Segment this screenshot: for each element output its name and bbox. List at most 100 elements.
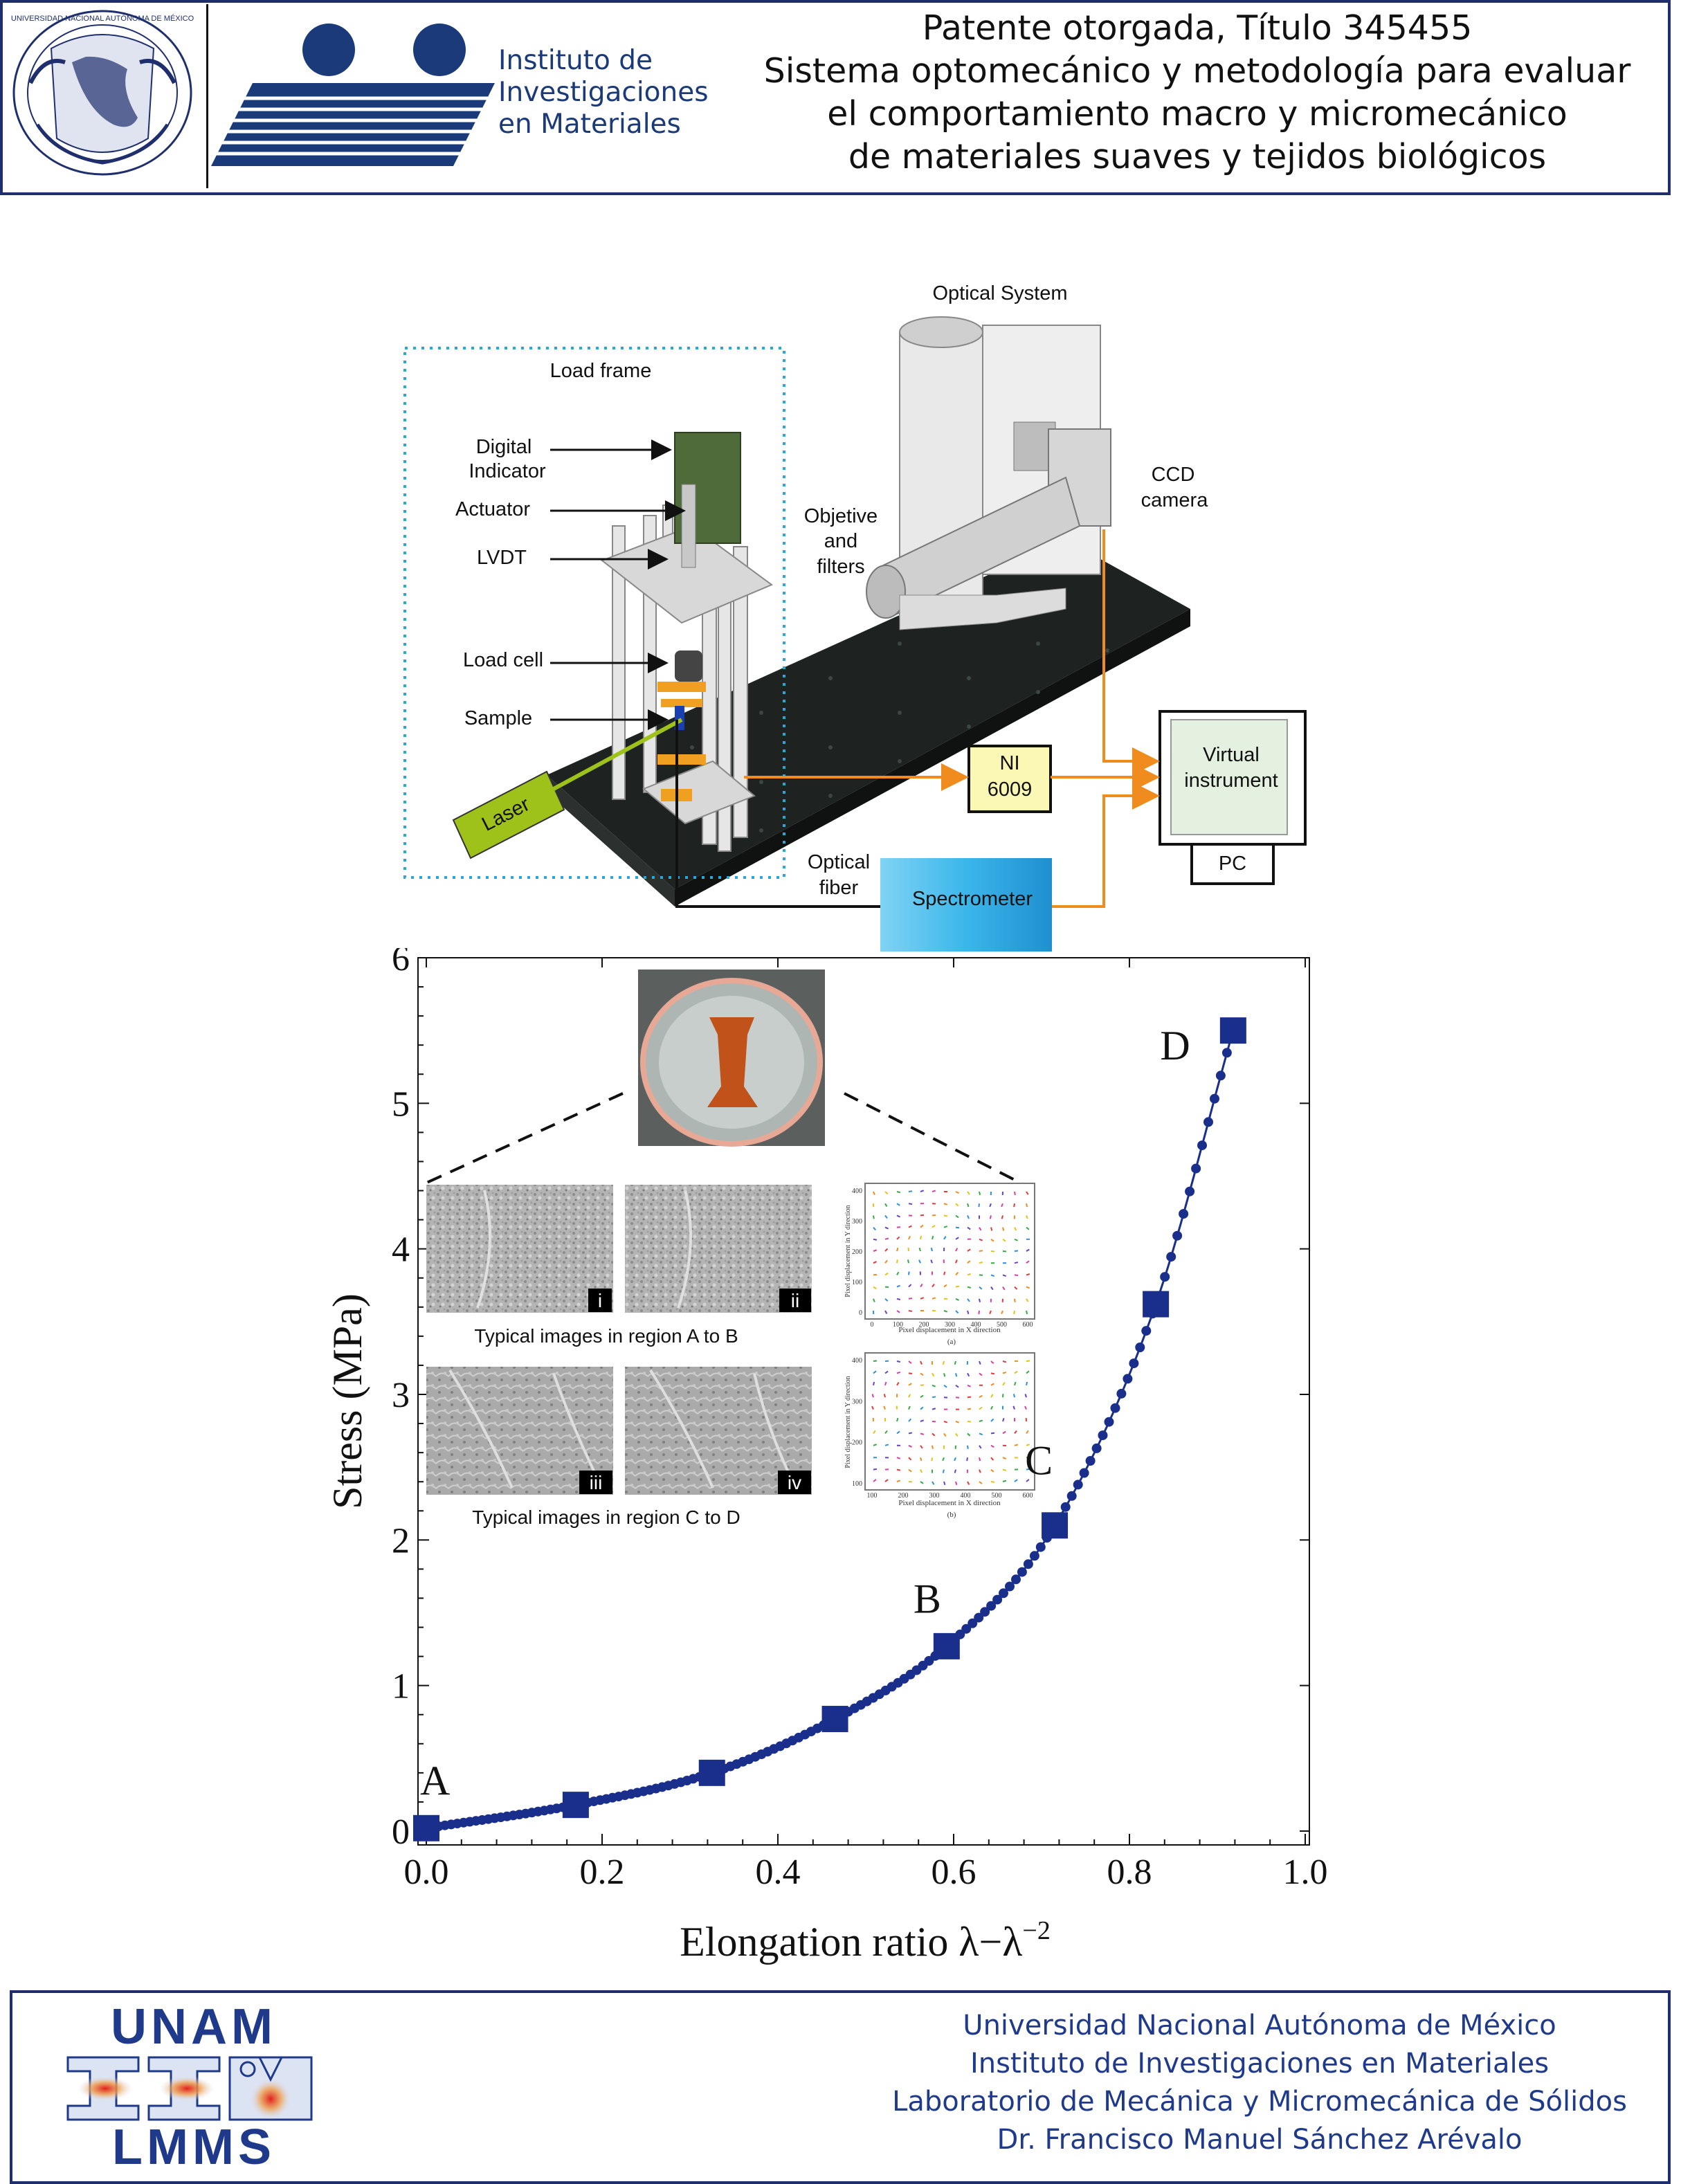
- field-x-tick: 100: [867, 1492, 878, 1500]
- data-point: [1023, 1559, 1033, 1569]
- vector: [1002, 1286, 1006, 1291]
- vector: [920, 1283, 923, 1288]
- sample-photo-inset: [638, 970, 825, 1147]
- vector: [920, 1297, 925, 1300]
- vector: [896, 1247, 899, 1252]
- vector: [1014, 1227, 1017, 1231]
- vector: [979, 1445, 982, 1449]
- vector: [943, 1373, 946, 1377]
- vector: [883, 1405, 886, 1410]
- y-tick-label: 2: [392, 1521, 410, 1560]
- label-load-cell: Load cell: [463, 649, 543, 671]
- field-b-xlabel: Pixel displacement in X direction: [898, 1499, 1001, 1507]
- vector: [967, 1372, 970, 1377]
- vector: [955, 1396, 960, 1399]
- label-load-frame: Load frame: [550, 360, 652, 382]
- region-cd-caption: Typical images in region C to D: [472, 1507, 740, 1528]
- data-point: [1060, 1502, 1071, 1512]
- vector: [967, 1203, 970, 1208]
- vector: [955, 1214, 959, 1219]
- vector: [955, 1237, 959, 1240]
- vector: [932, 1481, 935, 1485]
- data-point: [1123, 1374, 1133, 1384]
- field-b-ylabel: Pixel displacement in Y direction: [844, 1376, 852, 1468]
- vector: [955, 1248, 958, 1252]
- data-marker: [821, 1706, 848, 1733]
- vector: [1002, 1361, 1007, 1363]
- load-frame-box: [403, 347, 785, 879]
- vector: [1026, 1215, 1028, 1219]
- micrograph-ii: ii: [625, 1185, 812, 1313]
- data-point: [1079, 1468, 1089, 1478]
- vector: [1002, 1468, 1007, 1471]
- setup-diagram: Load frame Laser Digital Indicator Actua…: [403, 282, 1307, 952]
- vector: [990, 1394, 994, 1398]
- data-point: [1221, 1048, 1232, 1058]
- vector: [967, 1481, 970, 1485]
- vector: [873, 1370, 877, 1374]
- vector: [1012, 1394, 1015, 1398]
- label-sample: Sample: [464, 707, 532, 729]
- data-point: [1110, 1403, 1120, 1413]
- title-line-3: el comportamiento macro y micromecánico: [827, 94, 1568, 134]
- data-point: [1141, 1326, 1152, 1336]
- footer-line-2: Instituto de Investigaciones en Material…: [970, 2048, 1550, 2080]
- vector: [954, 1469, 956, 1473]
- vector: [920, 1190, 925, 1192]
- y-tick-label: 0: [392, 1812, 410, 1852]
- vector: [884, 1237, 889, 1240]
- field-x-tick: 200: [898, 1492, 909, 1500]
- label-lvdt: LVDT: [477, 547, 527, 569]
- field-x-tick: 100: [893, 1321, 903, 1329]
- vector: [908, 1432, 913, 1435]
- data-point: [967, 1618, 978, 1628]
- vector: [932, 1396, 936, 1399]
- vector: [979, 1238, 983, 1241]
- vector: [920, 1214, 925, 1217]
- x-tick-label: 0.0: [404, 1853, 449, 1892]
- point-label: B: [914, 1576, 941, 1622]
- footer-affiliation: Universidad Nacional Autónoma de México …: [879, 2007, 1640, 2159]
- header-divider: [206, 4, 208, 188]
- vector: [908, 1361, 912, 1364]
- vector: [943, 1226, 948, 1228]
- vector: [967, 1286, 972, 1289]
- vector: [989, 1310, 992, 1315]
- data-point: [1166, 1252, 1176, 1262]
- vector: [1026, 1260, 1030, 1264]
- field-y-tick: 200: [852, 1248, 862, 1256]
- y-tick-label: 5: [392, 1084, 410, 1124]
- footer-line-4: Dr. Francisco Manuel Sánchez Arévalo: [997, 2124, 1523, 2156]
- vector: [884, 1381, 887, 1386]
- data-point: [1073, 1480, 1083, 1490]
- vector: [884, 1259, 888, 1264]
- vector: [1002, 1250, 1007, 1253]
- vector: [907, 1259, 909, 1264]
- vector: [979, 1394, 983, 1399]
- label-pc: PC: [1219, 853, 1246, 875]
- vector: [967, 1421, 972, 1423]
- vector: [990, 1383, 994, 1386]
- vector: [990, 1457, 994, 1461]
- data-point: [1185, 1186, 1195, 1196]
- vector: [884, 1214, 888, 1219]
- vector: [1002, 1480, 1007, 1482]
- vector: [896, 1298, 901, 1300]
- vector: [1002, 1372, 1007, 1374]
- seal-text: UNIVERSIDAD NACIONAL AUTÓNOMA DE MÉXICO: [11, 14, 194, 23]
- vector: [932, 1235, 934, 1240]
- vector: [920, 1432, 925, 1435]
- optical-system: [866, 316, 1111, 630]
- data-point: [961, 1623, 972, 1634]
- x-axis-label-exponent: −2: [1022, 1916, 1050, 1945]
- vector: [908, 1203, 913, 1205]
- vector: [896, 1203, 900, 1206]
- region-ab-caption: Typical images in region A to B: [474, 1325, 738, 1347]
- vector: [873, 1261, 877, 1264]
- field-y-tick: 400: [852, 1187, 862, 1195]
- vector: [967, 1310, 970, 1315]
- vector: [920, 1235, 923, 1240]
